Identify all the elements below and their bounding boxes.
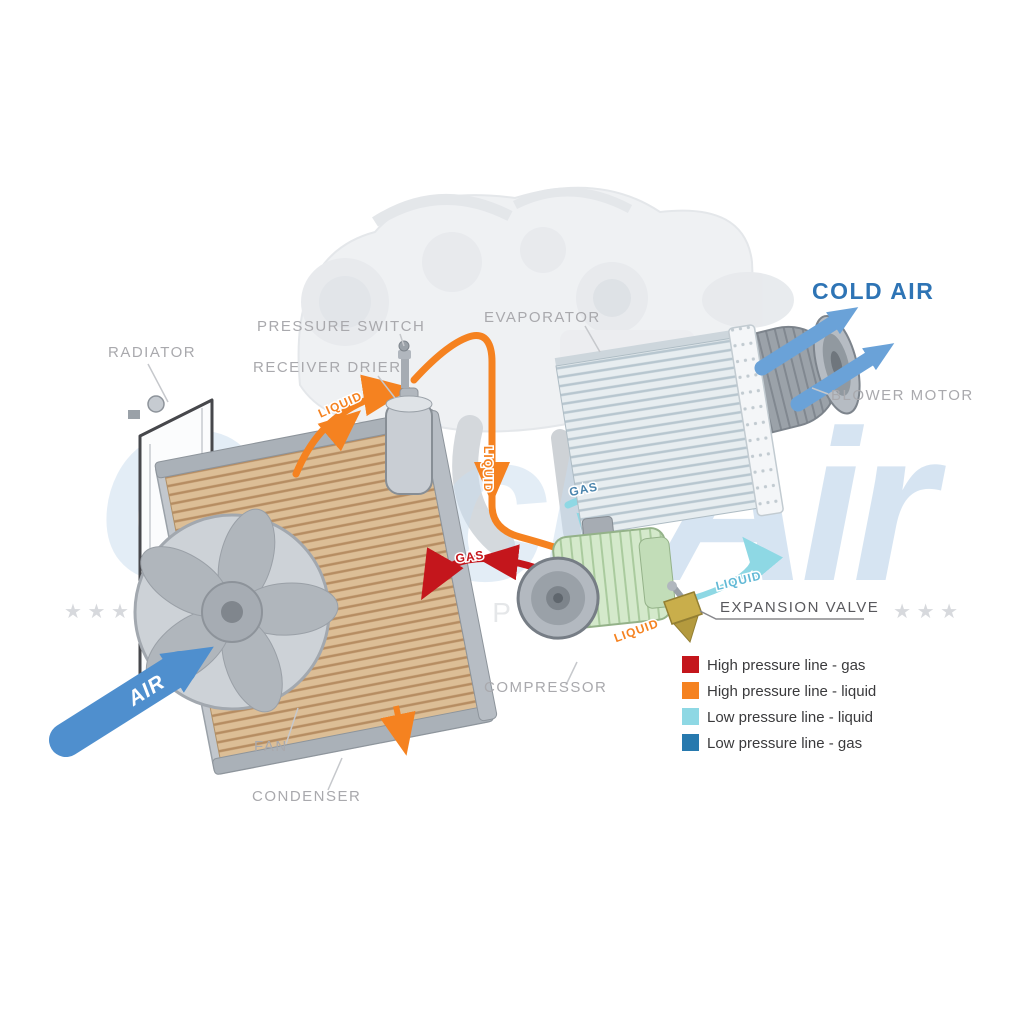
leader-radiator bbox=[147, 363, 169, 403]
valve-cone bbox=[673, 615, 699, 643]
fan-hub-center bbox=[221, 601, 243, 623]
radiator-label: RADIATOR bbox=[108, 344, 196, 361]
pipe-arrow-liquid bbox=[317, 410, 362, 452]
legend: High pressure line - gas High pressure l… bbox=[682, 656, 876, 752]
watermark-stars-left: ★ ★ ★ bbox=[64, 601, 129, 623]
evaporator bbox=[554, 324, 784, 537]
legend-label-low-pressure-liquid: Low pressure line - liquid bbox=[707, 709, 873, 726]
receiver-drier bbox=[385, 387, 433, 495]
cold-air-label: COLD AIR bbox=[812, 278, 934, 304]
leader-fan bbox=[285, 707, 299, 745]
pipe-valve-to-evaporator bbox=[691, 536, 784, 601]
pressure-switch-label: PRESSURE SWITCH bbox=[257, 318, 425, 335]
compressor bbox=[516, 515, 676, 640]
condenser-outlet-pipe bbox=[380, 705, 416, 756]
legend-label-high-pressure-gas: High pressure line - gas bbox=[707, 657, 865, 674]
legend-label-high-pressure-liquid: High pressure line - liquid bbox=[707, 683, 876, 700]
leader-lines bbox=[147, 325, 864, 791]
pipe-condenser-to-drier bbox=[292, 374, 412, 478]
condenser-label: CONDENSER bbox=[252, 788, 361, 805]
legend-label-low-pressure-gas: Low pressure line - gas bbox=[707, 735, 862, 752]
valve-body bbox=[663, 591, 703, 625]
watermark-stars-right: ★ ★ ★ bbox=[893, 601, 958, 623]
switch-body bbox=[398, 350, 411, 359]
leader-expansion-valve bbox=[699, 610, 864, 620]
leader-pressure-switch bbox=[399, 333, 405, 347]
receiver-drier-label: RECEIVER DRIER bbox=[253, 359, 402, 376]
evaporator-label: EVAPORATOR bbox=[484, 309, 601, 326]
compressor-head bbox=[638, 536, 676, 609]
air-flow: AIR bbox=[49, 646, 214, 757]
leader-compressor bbox=[565, 661, 578, 686]
switch-stem bbox=[401, 358, 409, 388]
air-flow-arrow bbox=[49, 646, 214, 757]
evaporator-fins bbox=[555, 337, 760, 537]
legend-swatch-high-pressure-liquid bbox=[682, 682, 699, 699]
pipe-arrow-gas bbox=[476, 544, 520, 581]
compressor-label: COMPRESSOR bbox=[484, 679, 607, 696]
legend-swatch-high-pressure-gas bbox=[682, 656, 699, 673]
leader-blower-motor bbox=[811, 387, 829, 395]
cold-air-flow: COLD AIR bbox=[754, 278, 934, 412]
leader-condenser bbox=[327, 757, 343, 791]
liquid-label-vertical: LIQUID bbox=[481, 446, 495, 493]
evaporator-top-bar bbox=[554, 330, 733, 368]
radiator-bracket bbox=[128, 410, 140, 419]
expansion-valve-label: EXPANSION VALVE bbox=[720, 599, 879, 616]
cold-air-arrow bbox=[790, 343, 895, 412]
component-labels: RADIATOR PRESSURE SWITCH RECEIVER DRIER … bbox=[108, 309, 974, 805]
fan-label: FAN bbox=[254, 738, 288, 755]
legend-swatch-low-pressure-gas bbox=[682, 734, 699, 751]
drier-top bbox=[385, 395, 433, 413]
pipe-compressor-to-condenser bbox=[421, 547, 552, 601]
radiator-cap bbox=[147, 395, 165, 413]
leader-receiver-drier bbox=[377, 375, 396, 399]
evaporator-end-plate bbox=[728, 324, 784, 517]
leader-evaporator bbox=[584, 325, 601, 353]
cold-air-arrow bbox=[754, 307, 859, 376]
valve-nut bbox=[667, 581, 677, 591]
blower-motor-label: BLOWER MOTOR bbox=[831, 387, 974, 404]
drier-body bbox=[385, 401, 433, 495]
expansion-valve bbox=[663, 581, 703, 643]
compressor-shaft bbox=[553, 593, 564, 604]
legend-swatch-low-pressure-liquid bbox=[682, 708, 699, 725]
gas-label-high-pressure: GAS bbox=[455, 548, 486, 566]
